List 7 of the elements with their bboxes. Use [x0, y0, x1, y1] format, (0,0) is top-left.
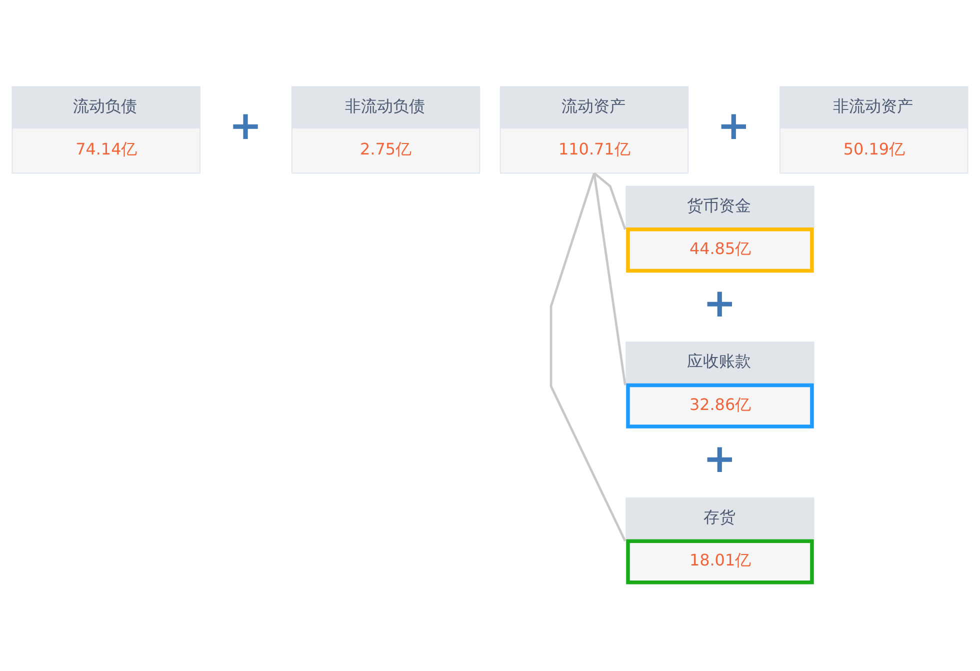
connector [550, 172, 626, 542]
label: + [703, 436, 736, 482]
connector [593, 172, 626, 230]
label: + [229, 102, 262, 149]
label: + [717, 102, 750, 149]
connector [593, 172, 626, 386]
label: + [703, 280, 736, 326]
